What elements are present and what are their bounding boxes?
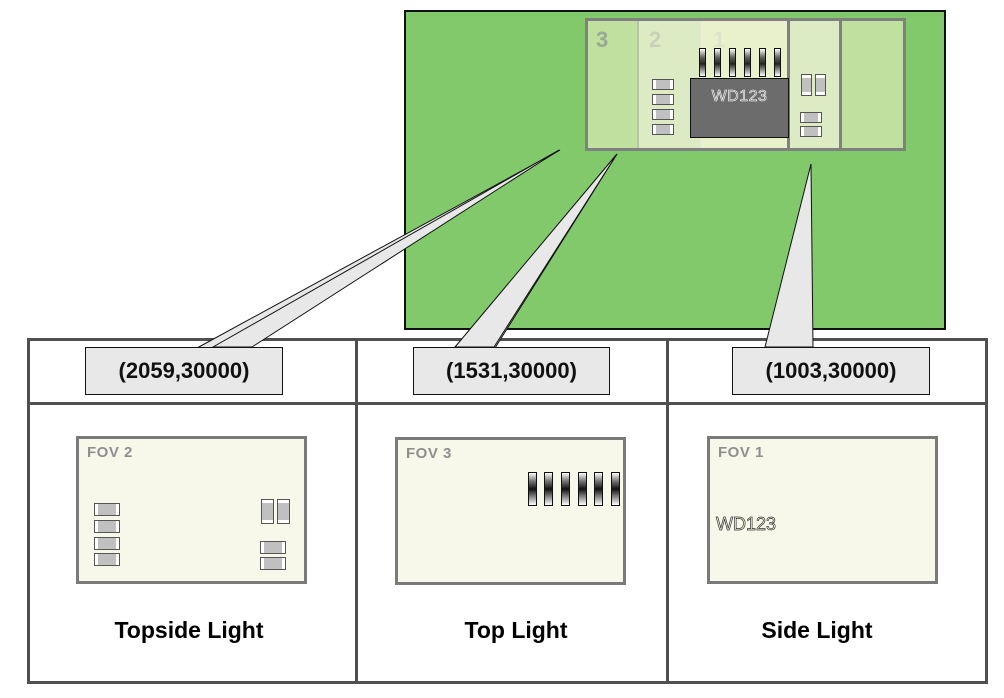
column-divider <box>666 338 669 684</box>
chip-lead <box>729 48 736 77</box>
resistor <box>800 126 822 137</box>
table-header-divider <box>27 402 988 405</box>
fov-label: FOV 3 <box>406 445 452 462</box>
capacitor <box>801 74 812 96</box>
fov-zone-number: 3 <box>596 27 609 52</box>
ic-chip: WD123 <box>690 78 789 138</box>
light-label-topside: Topside Light <box>114 617 264 643</box>
chip-lead <box>578 472 587 506</box>
resistor <box>652 124 674 135</box>
resistor <box>94 553 120 566</box>
fov-chip-label: WD123 <box>716 514 777 535</box>
resistor <box>94 503 120 516</box>
chip-lead <box>594 472 603 506</box>
resistor <box>94 520 120 533</box>
resistor <box>652 94 674 105</box>
chip-label: WD123 <box>711 88 768 106</box>
chip-lead <box>528 472 537 506</box>
chip-lead <box>561 472 570 506</box>
chip-lead <box>744 48 751 77</box>
fov-label: FOV 2 <box>87 444 133 461</box>
board-end-zone <box>842 21 903 148</box>
resistor <box>260 557 286 570</box>
fov-zone-number: 2 <box>649 27 662 52</box>
coordinate-callout-fov2: (2059,30000) <box>85 347 283 395</box>
chip-lead <box>714 48 721 77</box>
column-divider <box>355 338 358 684</box>
lighting-table <box>27 338 988 684</box>
light-label-top: Top Light <box>464 617 568 643</box>
fov-panel-2: FOV 2 <box>76 436 307 584</box>
resistor <box>94 537 120 550</box>
resistor <box>652 79 674 90</box>
light-label-side: Side Light <box>761 617 873 643</box>
coordinate-callout-fov3: (1531,30000) <box>413 347 610 395</box>
chip-lead <box>699 48 706 77</box>
chip-lead <box>544 472 553 506</box>
resistor <box>260 541 286 554</box>
fov-label: FOV 1 <box>718 444 764 461</box>
fov-zone-number: 1 <box>713 27 726 52</box>
fov-panel-3: FOV 3 <box>395 437 626 585</box>
chip-lead <box>759 48 766 77</box>
fov-zone-3: 3 <box>588 21 639 148</box>
chip-lead <box>774 48 781 77</box>
capacitor <box>277 499 290 524</box>
callout-pointer-fov1 <box>764 163 814 348</box>
resistor <box>800 112 822 123</box>
fov-panel-1: FOV 1 WD123 <box>707 436 938 584</box>
chip-lead <box>611 472 620 506</box>
capacitor <box>261 499 274 524</box>
coordinate-callout-fov1: (1003,30000) <box>732 347 930 395</box>
chip-leads <box>699 48 789 80</box>
capacitor <box>815 74 826 96</box>
resistor <box>652 109 674 120</box>
